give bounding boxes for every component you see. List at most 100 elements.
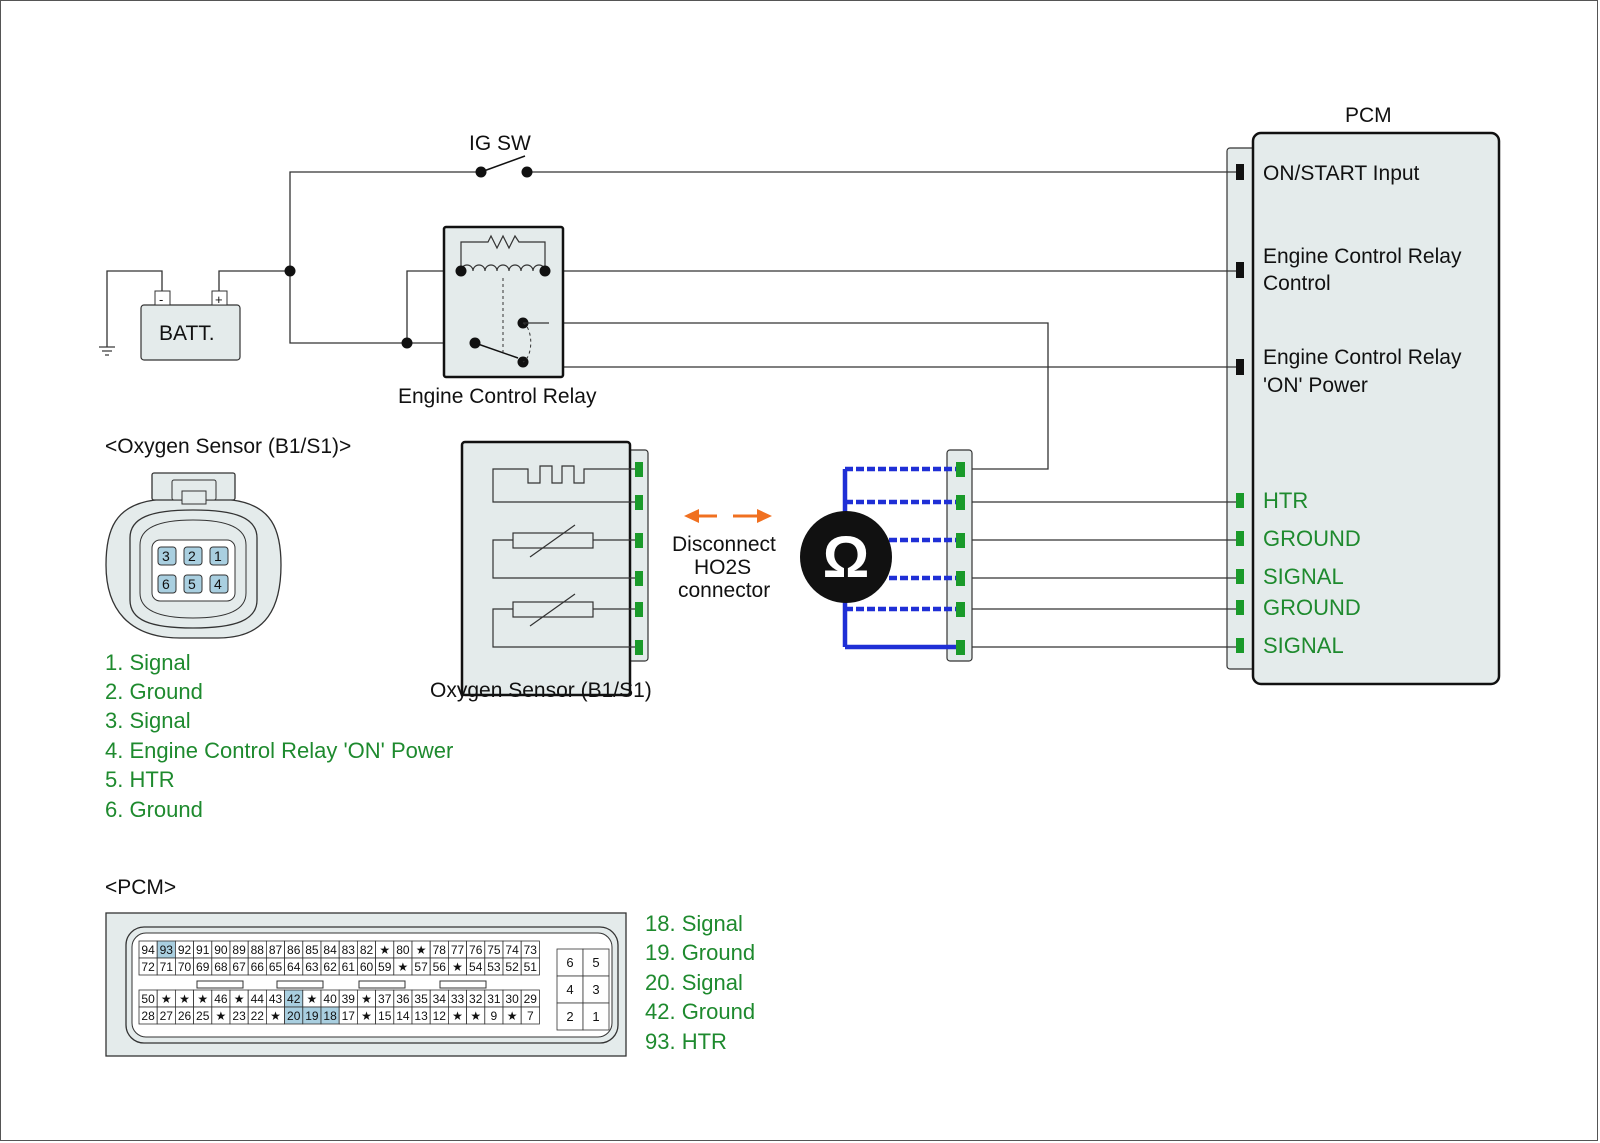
sensor-heater-element xyxy=(492,465,637,503)
oxygen-sensor: Oxygen Sensor (B1/S1) xyxy=(430,440,652,702)
pcm-pin-label: 57 xyxy=(414,960,428,974)
sensor-box xyxy=(460,440,632,697)
sensor-element-2-slash xyxy=(529,593,576,627)
pcm-pin-label: ★ xyxy=(361,992,372,1006)
pcm-side-pin-cell xyxy=(556,1002,584,1031)
relay-coil-terminal xyxy=(539,265,551,277)
pcm-pin-label: 56 xyxy=(433,960,447,974)
pcm-pin-label: 61 xyxy=(342,960,356,974)
ohm-symbol: Ω xyxy=(823,525,870,590)
pcm-pin-label: 78 xyxy=(433,943,447,957)
relay-coil-terminal xyxy=(455,265,467,277)
ig-switch-blade xyxy=(480,155,526,173)
pcm-pin-label: 22 xyxy=(251,1009,265,1023)
pcm-pin-label: 76 xyxy=(469,943,483,957)
connector-pin-1 xyxy=(209,546,229,566)
harness-pin xyxy=(956,571,965,586)
pcm-pin-label: 91 xyxy=(196,943,210,957)
sensor-connector-title: <Oxygen Sensor (B1/S1)> xyxy=(105,435,351,458)
connector-pin-number: 3 xyxy=(162,548,170,564)
connector-pin-4 xyxy=(209,574,229,594)
pcm-pin-label: 15 xyxy=(378,1009,392,1023)
pcm-pin-label: 33 xyxy=(451,992,465,1006)
pcm-pin-label: 83 xyxy=(342,943,356,957)
pcm-pin-label: 35 xyxy=(414,992,428,1006)
sensor-pin xyxy=(635,571,643,586)
pcm-pin-label: ★ xyxy=(270,1009,281,1023)
harness-pin xyxy=(956,462,965,477)
pcm-pin-label: 70 xyxy=(178,960,192,974)
pcm-pin-label: 54 xyxy=(469,960,483,974)
pcm-pin-label: 13 xyxy=(414,1009,428,1023)
pcm-pin-label: ★ xyxy=(470,1009,481,1023)
ig-switch-label: IG SW xyxy=(469,132,531,155)
engine-control-relay: Engine Control Relay xyxy=(398,225,597,408)
pcm-pin-ground1 xyxy=(1236,531,1244,546)
note-line-1: Disconnect xyxy=(672,533,776,556)
disconnect-note: Disconnect HO2S connector xyxy=(672,509,776,602)
battery-body xyxy=(140,304,241,361)
sensor-pinout-item: 6. Ground xyxy=(105,797,203,822)
connector-inner-wall xyxy=(139,519,247,619)
pcm-side-pin-cell xyxy=(556,975,584,1004)
sensor-pinout-item: 4. Engine Control Relay 'ON' Power xyxy=(105,738,453,763)
pcm-pin-label: ★ xyxy=(179,992,190,1006)
sensor-pin xyxy=(635,495,643,510)
pcm-side-pin-label: 2 xyxy=(566,1009,573,1024)
pcm-pin-label: ★ xyxy=(398,960,409,974)
pcm-pinout-item: 93. HTR xyxy=(645,1029,727,1054)
harness-pin xyxy=(956,495,965,510)
connector-pin-3 xyxy=(157,546,177,566)
pcm-pin-label: 23 xyxy=(232,1009,246,1023)
pcm-pin-label: 73 xyxy=(524,943,538,957)
sensor-element-1-slash xyxy=(529,524,576,558)
harness-connector-strip xyxy=(946,449,973,662)
pcm-connector-key xyxy=(439,980,487,989)
battery-neg-symbol: - xyxy=(159,292,163,307)
pcm-pin-label: 34 xyxy=(433,992,447,1006)
pcm-label-ecr-control-2: Control xyxy=(1263,272,1331,295)
pcm-pin-label: 59 xyxy=(378,960,392,974)
pcm-pin-label: 36 xyxy=(396,992,410,1006)
pcm-pin-label: ★ xyxy=(361,1009,372,1023)
pcm-pin-label: ★ xyxy=(197,992,208,1006)
wire-to-relay-switch xyxy=(289,271,475,344)
relay-resistor xyxy=(460,234,546,271)
pcm-label-on-start: ON/START Input xyxy=(1263,162,1420,185)
junction-dot xyxy=(401,337,413,349)
connector-inner-shell xyxy=(129,509,258,629)
pcm-pin-label: 25 xyxy=(196,1009,210,1023)
pcm-pin-label: 94 xyxy=(141,943,155,957)
ig-switch-contact xyxy=(521,166,533,178)
pcm-pin-label: 72 xyxy=(141,960,155,974)
wire-relay-output-sensor xyxy=(549,322,1049,470)
ohmmeter-icon: Ω xyxy=(800,511,892,603)
battery: - + BATT. xyxy=(99,290,241,361)
pcm-pin-label: 93 xyxy=(160,943,174,957)
sensor-pin xyxy=(635,640,643,655)
arrow-left-icon xyxy=(684,509,717,523)
sensor-pin xyxy=(635,533,643,548)
pcm-pin-label: 60 xyxy=(360,960,374,974)
connector-pins: 3 2 1 6 5 4 xyxy=(157,546,229,594)
connector-pin-number: 5 xyxy=(188,576,196,592)
pcm-pin-label: 63 xyxy=(305,960,319,974)
pcm-label-ecr-on-power-2: 'ON' Power xyxy=(1263,374,1368,397)
pcm-pin-label: ★ xyxy=(416,943,427,957)
battery-neg-terminal xyxy=(154,290,171,306)
pcm-pin-ground2 xyxy=(1236,600,1244,615)
pcm-connector-key xyxy=(276,980,324,989)
battery-pos-symbol: + xyxy=(215,292,223,307)
junction-dot xyxy=(284,265,296,277)
connector-pin-number: 6 xyxy=(162,576,170,592)
pcm-side-pin-cell xyxy=(556,948,584,977)
ig-switch: IG SW xyxy=(469,132,533,178)
pcm-label-signal2: SIGNAL xyxy=(1263,633,1344,658)
pcm-box xyxy=(1251,131,1501,686)
pcm-side-pin-label: 5 xyxy=(592,955,599,970)
connector-pin-number: 2 xyxy=(188,548,196,564)
